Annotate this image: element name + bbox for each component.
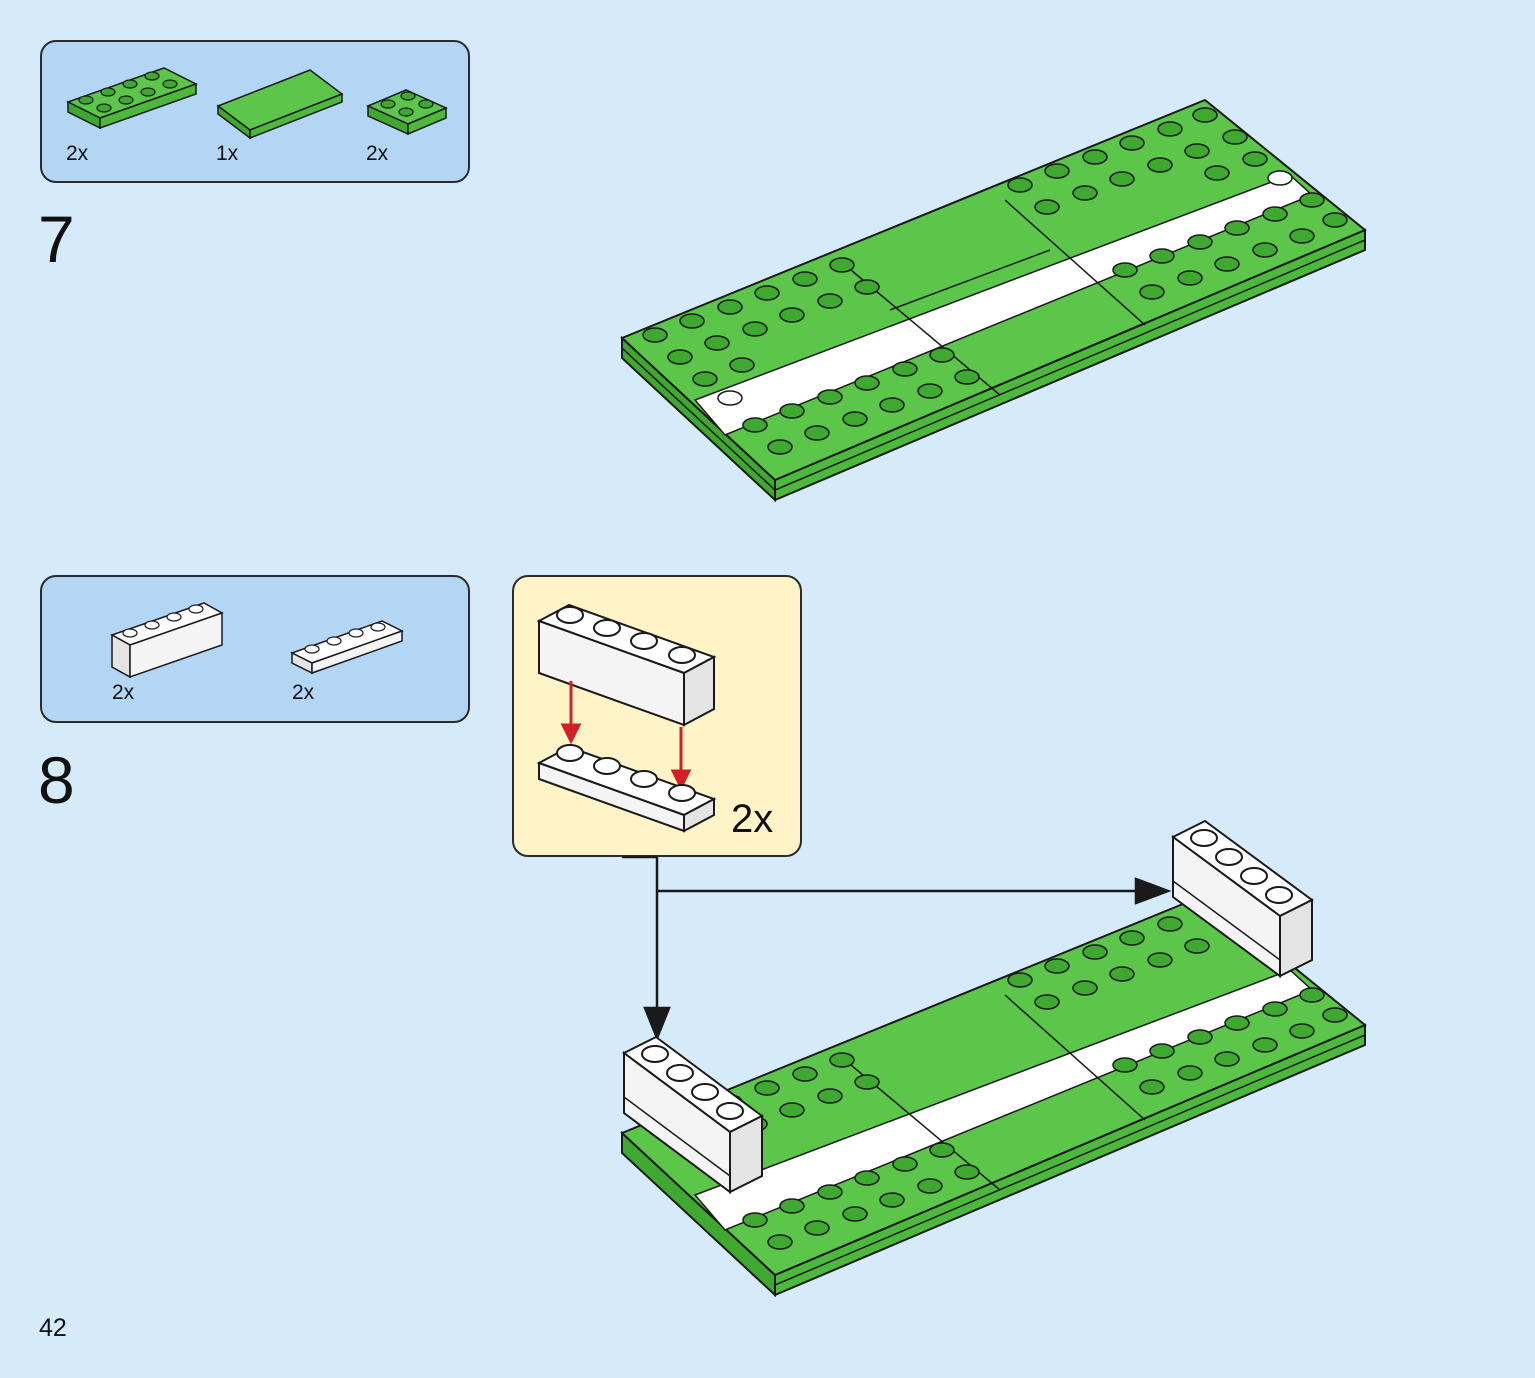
part-qty: 2x: [112, 681, 135, 704]
step-7-model: [620, 98, 1367, 503]
subassembly-qty: 2x: [731, 797, 774, 841]
subassembly-callout: 2x: [512, 575, 802, 857]
step-7-parts-list: 2x 1x 2x: [40, 40, 470, 183]
step-8-model: [620, 819, 1367, 1298]
part-qty: 1x: [216, 142, 239, 165]
page-number: 42: [39, 1314, 67, 1342]
step-8-parts-list: 2x 2x: [40, 575, 470, 723]
step-number: 7: [38, 202, 75, 276]
green-tile-large-icon: [216, 69, 344, 140]
white-plate-1x4-icon: [290, 620, 404, 675]
step-number: 8: [38, 743, 75, 817]
part-qty: 2x: [292, 681, 315, 704]
white-brick-1x4-icon: [110, 602, 224, 679]
green-plate-2x4-icon: [66, 67, 198, 130]
subassembly-diagram: [536, 603, 717, 833]
part-qty: 2x: [366, 142, 389, 165]
part-qty: 2x: [66, 142, 89, 165]
green-plate-2x2-icon: [366, 89, 448, 136]
